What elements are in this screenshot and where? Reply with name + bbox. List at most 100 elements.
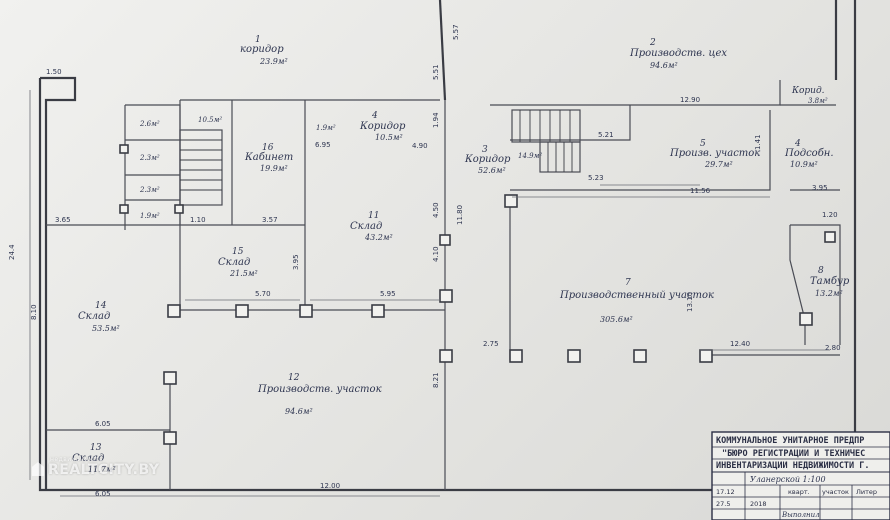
room-label-corridor-small: Корид. 3.8м²: [791, 86, 828, 105]
svg-text:1: 1: [255, 35, 261, 45]
svg-text:43.2м²: 43.2м²: [364, 233, 393, 242]
svg-text:12.90: 12.90: [680, 96, 700, 104]
room-label-office-16: 16 Кабинет 19.9м²: [244, 143, 293, 173]
svg-text:4.50: 4.50: [432, 202, 440, 218]
svg-text:11.7м²: 11.7м²: [88, 465, 116, 474]
svg-text:Тамбур: Тамбур: [810, 276, 850, 287]
svg-text:11.56: 11.56: [690, 187, 711, 195]
svg-text:1.9м²: 1.9м²: [140, 212, 160, 220]
svg-text:94.6м²: 94.6м²: [285, 407, 313, 416]
svg-text:6.05: 6.05: [95, 420, 111, 428]
svg-text:8: 8: [818, 266, 824, 276]
svg-text:4.10: 4.10: [432, 246, 440, 262]
svg-text:Произв. участок: Произв. участок: [669, 148, 760, 159]
room-label-storage-6: 4 Подсобн. 10.9м²: [784, 139, 834, 169]
svg-text:1.50: 1.50: [46, 68, 62, 76]
room-label-storage-13: 13 Склад 11.7м²: [72, 443, 116, 474]
svg-text:Производств. цех: Производств. цех: [629, 48, 727, 59]
stamp-col-3: Литер: [856, 488, 877, 496]
svg-text:3.95: 3.95: [292, 254, 300, 270]
title-block: КОММУНАЛЬНОЕ УНИТАРНОЕ ПРЕДПР "БЮРО РЕГИ…: [711, 431, 890, 520]
svg-text:3: 3: [482, 145, 488, 155]
svg-text:5.70: 5.70: [255, 290, 271, 298]
svg-text:12: 12: [288, 373, 300, 383]
room-label-corridor-4: 4 Коридор 10.5м²: [359, 111, 406, 142]
svg-text:10.5м²: 10.5м²: [375, 133, 403, 142]
svg-text:1.9м²: 1.9м²: [316, 124, 336, 132]
svg-text:29.7м²: 29.7м²: [704, 160, 733, 169]
small-area-labels: 10.5м² 2.6м² 2.3м² 2.3м² 1.9м² 1.9м² 14.…: [139, 116, 542, 220]
svg-text:1.94: 1.94: [432, 112, 440, 128]
svg-text:14: 14: [95, 301, 107, 311]
svg-text:Склад: Склад: [218, 257, 250, 268]
stamp-line-2: "БЮРО РЕГИСТРАЦИИ И ТЕХНИЧЕС: [722, 449, 865, 459]
svg-text:Производств. участок: Производств. участок: [257, 384, 382, 395]
svg-text:5.51: 5.51: [432, 64, 440, 80]
svg-text:Производственный участок: Производственный участок: [559, 290, 714, 301]
stairs-right: [511, 109, 581, 173]
stamp-row-a: 17.12: [716, 488, 735, 496]
svg-text:10.5м²: 10.5м²: [198, 116, 222, 124]
svg-text:7: 7: [625, 278, 631, 288]
room-label-corridor-3: 3 Коридор 52.6м²: [464, 145, 511, 175]
svg-text:19.9м²: 19.9м²: [260, 164, 288, 173]
stamp-street: Уланерской 1:100: [750, 475, 826, 484]
svg-text:коридор: коридор: [240, 44, 284, 55]
stamp-line-3: ИНВЕНТАРИЗАЦИИ НЕДВИЖИМОСТИ Г.: [716, 461, 870, 471]
interior-walls: [46, 80, 841, 490]
room-label-production-12: 12 Производств. участок 94.6м²: [257, 373, 382, 416]
svg-text:12.40: 12.40: [730, 340, 750, 348]
watermark-brand: REALTCITY.BY: [48, 462, 160, 478]
svg-text:Кабинет: Кабинет: [244, 152, 293, 163]
stamp-row-c: 2018: [750, 500, 767, 508]
svg-text:11.80: 11.80: [456, 205, 464, 225]
stamp-footer: Выполнил: [781, 511, 820, 519]
dimension-labels: 1.50 3.65 8.10 5.95 5.70 3.57 6.95 6.05 …: [8, 24, 841, 498]
stamp-row-b: 27.5: [716, 500, 730, 508]
room-label-vestibule-8: 8 Тамбур 13.2м²: [810, 266, 850, 298]
svg-text:3.8м²: 3.8м²: [808, 97, 828, 105]
room-label-production-2: 2 Производств. цех 94.6м²: [629, 38, 727, 70]
svg-text:8.21: 8.21: [432, 372, 440, 388]
svg-text:305.6м²: 305.6м²: [600, 315, 633, 324]
svg-text:Подсобн.: Подсобн.: [784, 148, 834, 159]
svg-text:23.9м²: 23.9м²: [259, 57, 288, 66]
svg-text:21.5м²: 21.5м²: [229, 269, 258, 278]
svg-text:13.2м²: 13.2м²: [815, 289, 843, 298]
svg-text:2.3м²: 2.3м²: [139, 186, 160, 194]
stamp-col-2: участок: [822, 488, 849, 496]
svg-text:15: 15: [232, 247, 244, 257]
house-icon: [32, 462, 44, 476]
svg-text:4: 4: [371, 111, 378, 121]
svg-text:53.5м²: 53.5м²: [92, 324, 120, 333]
svg-text:4: 4: [794, 139, 801, 149]
stairs-left: [179, 129, 223, 206]
room-label-storage-15: 15 Склад 21.5м²: [218, 247, 258, 278]
svg-text:1.41: 1.41: [754, 134, 762, 150]
svg-text:2.75: 2.75: [483, 340, 499, 348]
columns: [119, 144, 836, 445]
svg-text:Коридор: Коридор: [464, 154, 511, 165]
svg-text:2.6м²: 2.6м²: [139, 120, 160, 128]
svg-text:Корид.: Корид.: [791, 86, 825, 96]
svg-text:Коридор: Коридор: [359, 121, 406, 132]
svg-text:Склад: Склад: [72, 453, 104, 464]
room-label-storage-11: 11 Склад 43.2м²: [350, 211, 393, 242]
svg-text:10.9м²: 10.9м²: [790, 160, 818, 169]
svg-text:16: 16: [262, 143, 274, 153]
dimension-lines: [29, 90, 830, 497]
watermark-tag: недвижимость: [50, 456, 104, 463]
svg-text:52.6м²: 52.6м²: [478, 166, 506, 175]
svg-text:5.23: 5.23: [588, 174, 604, 182]
svg-text:3.57: 3.57: [262, 216, 278, 224]
svg-text:Склад: Склад: [350, 221, 382, 232]
svg-text:8.10: 8.10: [30, 304, 38, 320]
stamp-line-1: КОММУНАЛЬНОЕ УНИТАРНОЕ ПРЕДПР: [716, 436, 864, 446]
room-label-production-7: 7 Производственный участок 305.6м²: [559, 278, 714, 324]
svg-text:24.4: 24.4: [8, 244, 16, 260]
svg-text:6.05: 6.05: [95, 490, 111, 498]
svg-text:2: 2: [649, 38, 656, 48]
svg-text:13: 13: [90, 443, 102, 453]
svg-text:5.95: 5.95: [380, 290, 396, 298]
